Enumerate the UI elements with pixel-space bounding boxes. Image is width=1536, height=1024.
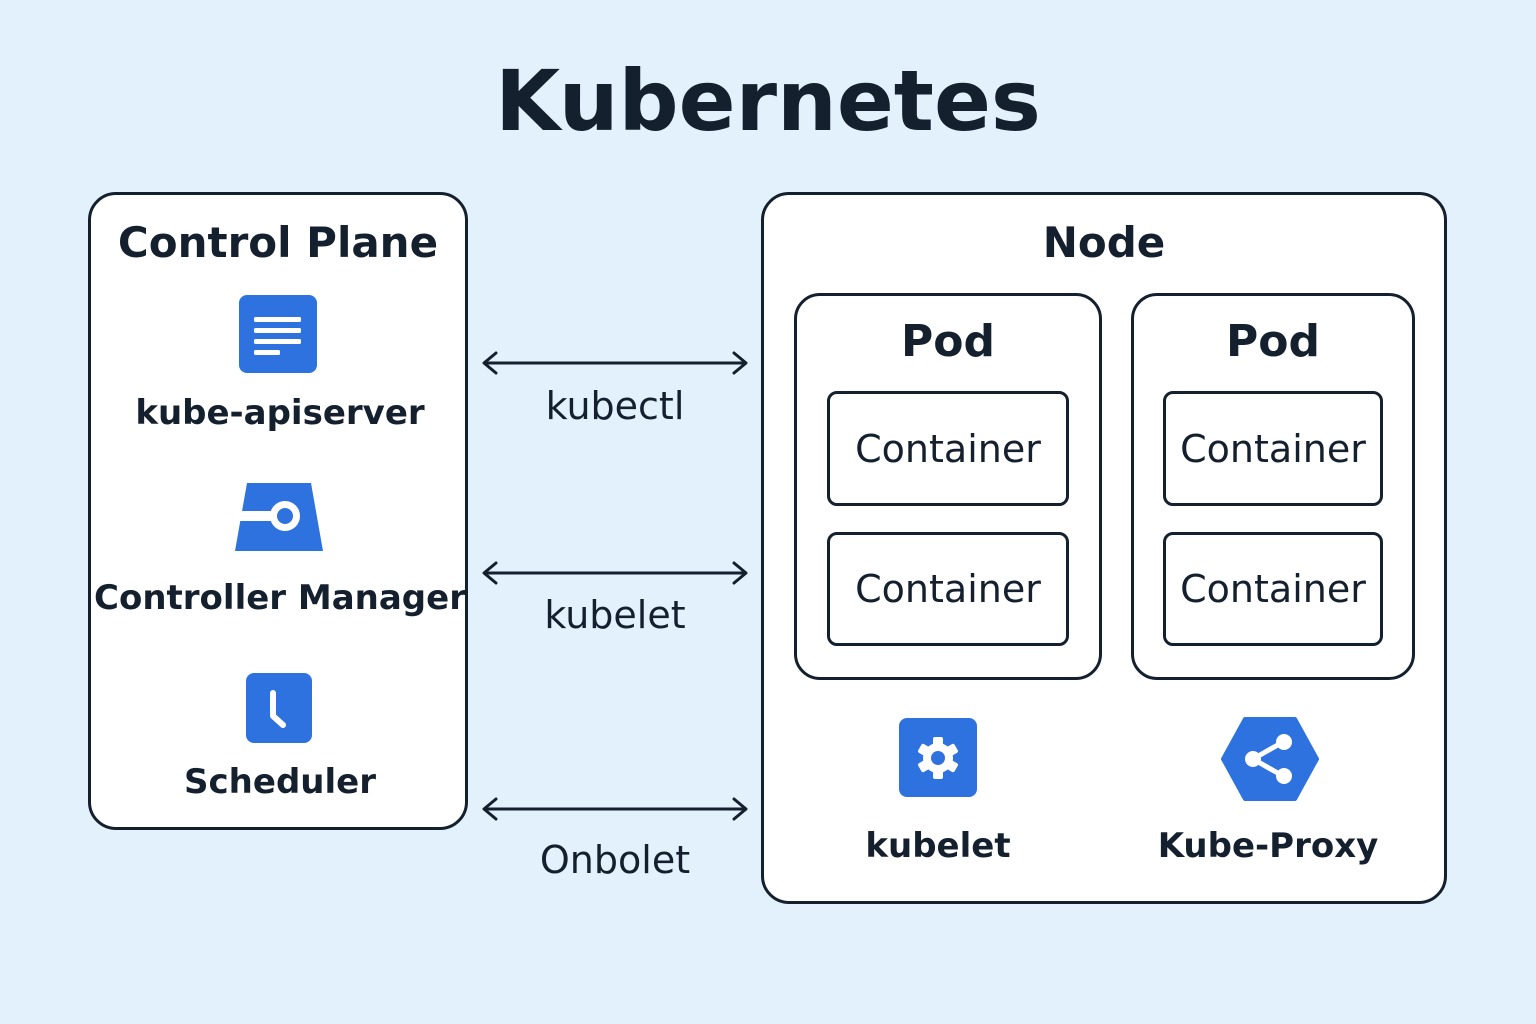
kube-proxy-label: Kube-Proxy	[1157, 826, 1379, 866]
kube-apiserver-label: kube-apiserver	[135, 393, 425, 433]
onbolet-connection-label: Onbolet	[539, 838, 691, 882]
share-network-icon	[1221, 717, 1319, 801]
gear-icon	[899, 718, 977, 797]
kubelet-arrow	[480, 559, 750, 587]
container-box: Container	[1163, 391, 1383, 506]
key-icon	[233, 481, 325, 553]
controller-manager-label: Controller Manager	[94, 578, 466, 618]
pod-label: Pod	[901, 316, 995, 367]
kubectl-arrow	[480, 349, 750, 377]
diagram-title: Kubernetes	[495, 52, 1041, 150]
kubelet-agent-label: kubelet	[865, 826, 1011, 866]
control-plane-heading: Control Plane	[117, 218, 439, 267]
container-box: Container	[827, 391, 1069, 506]
kubelet-connection-label: kubelet	[544, 593, 686, 637]
scheduler-label: Scheduler	[184, 762, 376, 802]
node-heading: Node	[1042, 218, 1166, 267]
clock-icon	[246, 673, 312, 743]
kubectl-connection-label: kubectl	[545, 384, 685, 428]
document-lines-icon	[239, 295, 317, 373]
onbolet-arrow	[480, 795, 750, 823]
container-box: Container	[1163, 532, 1383, 646]
pod-label: Pod	[1226, 316, 1320, 367]
container-box: Container	[827, 532, 1069, 646]
